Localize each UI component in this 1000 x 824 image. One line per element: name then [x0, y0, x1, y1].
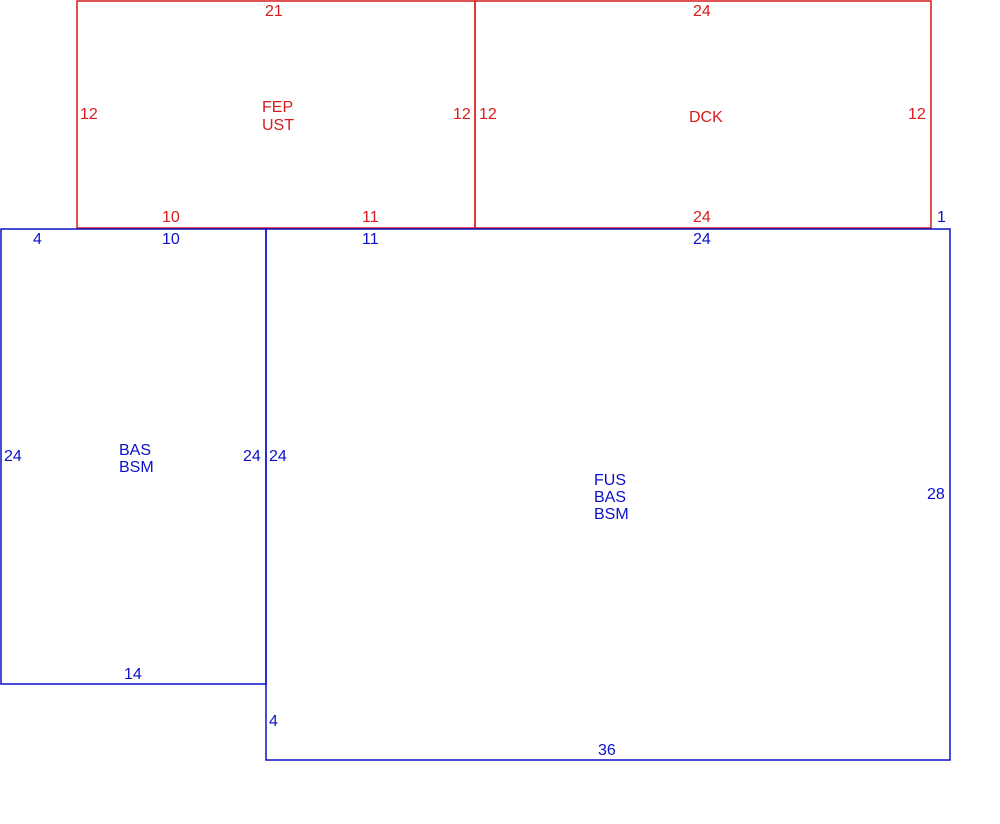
area-dck-dim-bottom: 24	[693, 209, 711, 226]
area-fep-ust-dim-top: 21	[265, 3, 283, 20]
area-fep-ust-dim-right: 12	[453, 106, 471, 123]
area-fus-bas-bsm-dim-right: 28	[927, 486, 945, 503]
area-dck-dim-corner: 1	[937, 209, 946, 226]
area-bas-bsm-code-2: BSM	[119, 459, 154, 476]
area-bas-bsm-dim-top-left: 4	[33, 231, 42, 248]
area-dck-dim-right: 12	[908, 106, 926, 123]
area-fep-ust-code-1: FEP	[262, 99, 293, 116]
area-fep-ust-dim-bottom-b: 11	[362, 209, 379, 226]
area-fus-bas-bsm: FUS BAS BSM 11 24 24 28 4 36	[265, 228, 951, 761]
area-fus-bas-bsm-code-1: FUS	[594, 472, 626, 489]
area-fus-bas-bsm-outline	[265, 228, 951, 761]
area-bas-bsm-dim-top: 10	[162, 231, 180, 248]
area-bas-bsm-dim-bottom: 14	[124, 666, 142, 683]
area-fus-bas-bsm-code-2: BAS	[594, 489, 626, 506]
area-bas-bsm-dim-left: 24	[4, 448, 22, 465]
area-fep-ust-dim-left: 12	[80, 106, 98, 123]
area-fus-bas-bsm-dim-left: 24	[269, 448, 287, 465]
area-fus-bas-bsm-dim-bottom: 36	[598, 742, 616, 759]
area-fep-ust-dim-bottom-a: 10	[162, 209, 180, 226]
area-bas-bsm-code-1: BAS	[119, 442, 151, 459]
area-dck: DCK 24 12 12 24 1	[474, 0, 946, 229]
area-bas-bsm: BAS BSM 4 10 24 24 14	[0, 228, 267, 685]
area-fus-bas-bsm-dim-top-a: 11	[362, 231, 379, 248]
area-fus-bas-bsm-code-3: BSM	[594, 506, 629, 523]
area-fep-ust-code-2: UST	[262, 117, 294, 134]
area-fus-bas-bsm-dim-top-b: 24	[693, 231, 711, 248]
area-dck-outline	[474, 0, 932, 229]
area-dck-dim-top: 24	[693, 3, 711, 20]
area-bas-bsm-dim-right: 24	[243, 448, 261, 465]
area-fep-ust: FEP UST 21 12 12 10 11	[76, 0, 476, 229]
area-dck-dim-left: 12	[479, 106, 497, 123]
area-fus-bas-bsm-dim-step: 4	[269, 713, 278, 730]
area-dck-code-1: DCK	[689, 109, 723, 126]
